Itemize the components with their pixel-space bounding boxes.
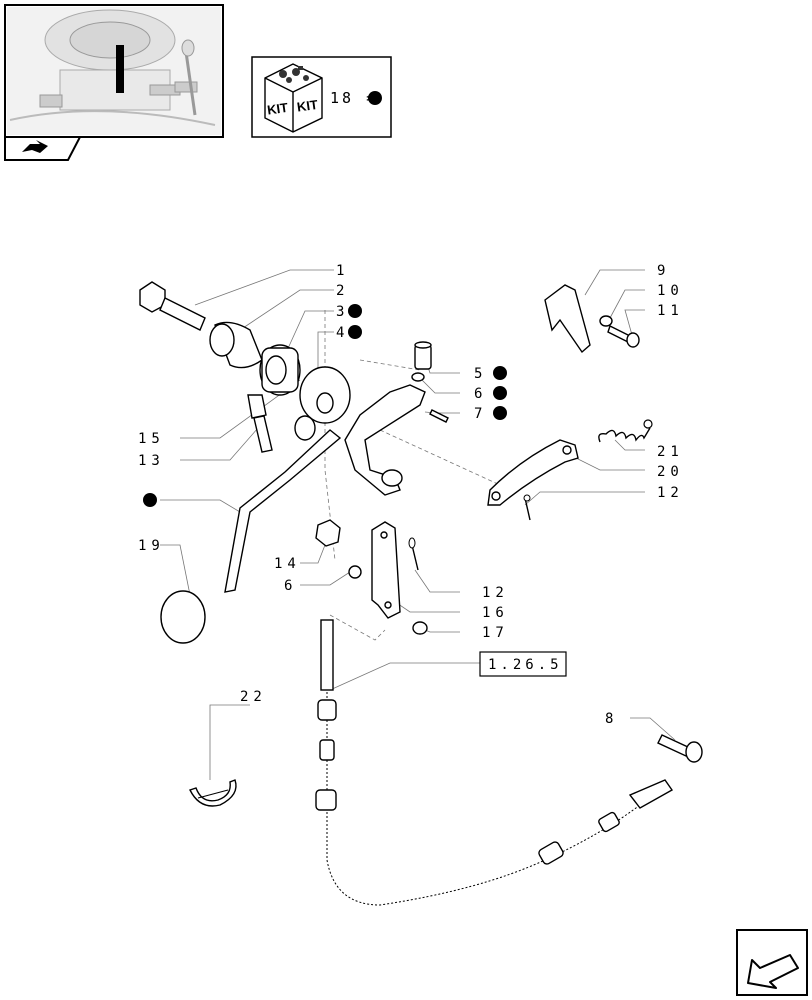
callout-19: 19 [138,538,165,554]
part-2-bushing [209,321,263,369]
callout-8: 8 [605,711,618,727]
part-12-pin-a [523,494,531,521]
callout-7: 7 [474,406,487,422]
callout-13: 13 [138,453,165,469]
callout-10: 10 [657,283,684,299]
kit-dot-3 [348,304,362,318]
part-5-sleeve [414,341,432,370]
part-20-bracket [487,439,579,506]
callout-16: 16 [482,605,509,621]
callout-4: 4 [336,325,349,341]
kit-dot-5 [493,366,507,380]
part-13-bolt [247,394,273,453]
part-7-pin [429,409,449,423]
callout-9: 9 [657,263,670,279]
kit-legend: KIT KIT 18 = [251,56,392,138]
kit-label-right: KIT [296,97,319,115]
part-6-washer [411,372,425,382]
callout-11: 11 [657,303,684,319]
part-19-lever [160,415,342,644]
navigation-arrow-button[interactable] [736,929,808,996]
callout-17: 17 [482,625,509,641]
part-17-clip [412,621,428,635]
part-4-cam [299,366,351,424]
cross-reference-link[interactable]: 1.26.5 [479,651,567,677]
part-16-link [371,521,401,619]
kit-dot-4 [348,325,362,339]
callout-14: 14 [274,556,301,572]
kit-marker-dot [368,91,382,105]
part-8-bolt [657,734,703,763]
part-shift-arm [344,384,426,496]
part-9-bracket [544,284,591,354]
kit-dot-19 [143,493,157,507]
kit-dot-6 [493,386,507,400]
part-1-bolt [139,281,206,331]
part-21-spring [598,419,653,443]
callout-5: 5 [474,366,487,382]
kit-dot-7 [493,406,507,420]
callout-2: 2 [336,283,349,299]
callout-20: 20 [657,464,684,480]
part-12-pin-b [408,537,419,571]
part-6b-washer [348,565,362,579]
part-22-clamp [189,779,237,807]
callouts: 1 2 3 4 9 10 11 5 6 7 21 20 12 15 13 19 … [138,263,684,727]
callout-22: 22 [240,689,267,705]
part-cable [315,619,674,906]
callout-3: 3 [336,304,349,320]
kit-label-left: KIT [266,100,289,118]
callout-1: 1 [336,263,349,279]
part-10-washer [599,315,613,327]
callout-21: 21 [657,444,684,460]
callout-15: 15 [138,431,165,447]
part-3-bearing [259,344,301,396]
view-tab[interactable] [4,136,82,161]
cross-reference-label: 1.26.5 [488,657,563,673]
part-14-nut [315,519,341,547]
kit-marker-dots [143,304,507,507]
location-thumbnail[interactable] [4,4,224,138]
part-11-screw [607,325,640,348]
arrow-icon [747,954,799,989]
callout-12-upper: 12 [657,485,684,501]
kit-equation: 18 = [330,89,378,107]
callout-12-lower: 12 [482,585,509,601]
callout-6-lower: 6 [284,578,297,594]
callout-6: 6 [474,386,487,402]
